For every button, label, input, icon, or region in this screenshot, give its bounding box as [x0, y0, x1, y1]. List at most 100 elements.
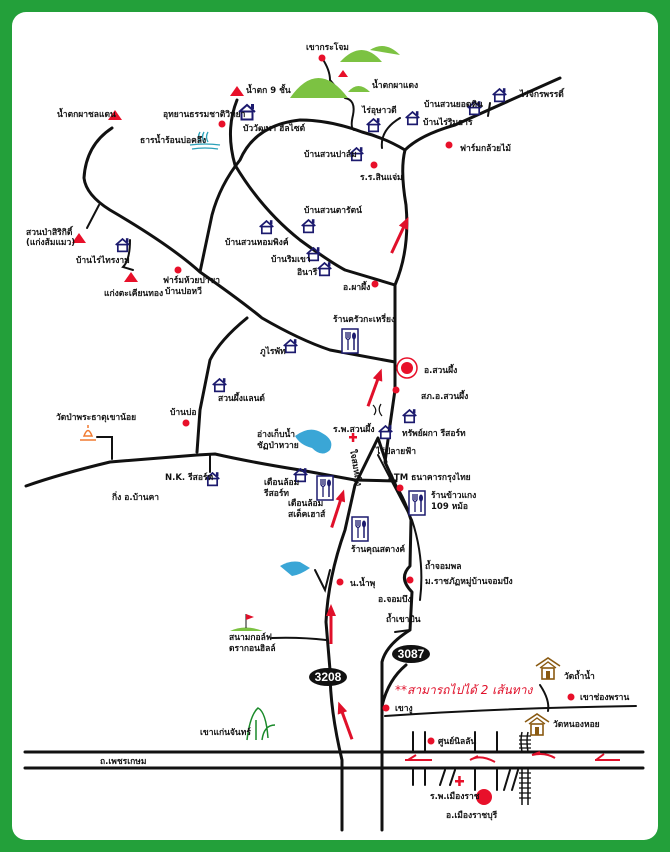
- road-atm: [377, 454, 423, 601]
- temple-icon: [524, 713, 550, 736]
- poi-dot-icon: [382, 704, 390, 712]
- bridge-icon: [372, 403, 383, 417]
- label-tham-chomphon: ถ้ำจอมพล: [425, 559, 461, 572]
- poi-dot-icon: [567, 693, 575, 701]
- label-farm-huaipakha-sub: บ้านปอหวี: [165, 286, 202, 297]
- label-amphoe-chombueng: อ.จอมบึง: [378, 594, 412, 605]
- hill-icon: [290, 78, 348, 98]
- hot-spring-icon: [189, 131, 221, 150]
- road-khao-ngu: [384, 705, 637, 717]
- restaurant-icon: [351, 516, 369, 542]
- road-west-east: [24, 452, 398, 488]
- place-labels: เขากระโจม น้ำตกผาแดง น้ำตก 9 ชั้น อุทยาน…: [26, 42, 629, 821]
- direction-arrows: [326, 214, 620, 763]
- label-baan-rai-saingam: บ้านไร่ไทรงาม: [76, 255, 130, 266]
- hill-icon: [340, 50, 382, 62]
- label-baan-suan-palm: บ้านสวนปาล์ม: [304, 149, 357, 160]
- route-3208-badge: 3208: [309, 668, 347, 686]
- label-nk-resort: N.K. รีสอร์ท: [165, 472, 214, 483]
- route-3208-label: 3208: [315, 670, 342, 684]
- stupa-icon: [80, 425, 96, 441]
- house-icon: [258, 219, 275, 235]
- poi-dot-icon: [396, 484, 404, 492]
- label-karen-kitchen: ร้านครัวกะเหรี่ยง: [333, 312, 395, 325]
- label-inaree: อินารี: [297, 267, 318, 278]
- house-icon: [401, 408, 418, 424]
- road-spur-rimthan: [380, 117, 401, 149]
- waterfall-triangle-icon: [338, 70, 348, 77]
- label-khao-ngu: เขางู: [395, 704, 413, 714]
- poi-dot-icon: [182, 419, 190, 427]
- poi-dot-icon: [445, 141, 453, 149]
- label-farm-huaipakha: ฟาร์มห้วยปาขา: [163, 275, 220, 286]
- lake-icon: [280, 561, 310, 576]
- road-khaobin: [394, 629, 411, 633]
- hill-icon: [370, 46, 400, 55]
- label-road-vertical: ใจสมหญิง: [347, 449, 364, 487]
- road-cross-3: [439, 769, 519, 791]
- poi-dot-icon: [427, 737, 435, 745]
- house-icon: [316, 261, 333, 277]
- road-namphu: [314, 569, 331, 593]
- label-baan-rimkhao: บ้านริมเขา: [271, 254, 311, 265]
- label-wat-phrathat: วัดป่าพระธาตุเขาน้อย: [56, 412, 136, 423]
- road-spur-chakkraphan: [487, 102, 491, 117]
- temple-icon: [535, 657, 561, 680]
- restaurant-icon: [341, 328, 359, 354]
- label-school-sinjaem: ร.ร.สินแจ่ม: [360, 172, 403, 183]
- poi-dot-icon: [174, 266, 182, 274]
- road-3208: [324, 436, 388, 832]
- rapids-triangle-icon: [124, 272, 138, 282]
- label-hot-spring: ธารน้ำร้อนบ่อคลึง: [140, 133, 206, 146]
- road-west-north: [82, 126, 397, 364]
- poi-dot-icon: [406, 576, 414, 584]
- poi-dot-icon: [392, 386, 400, 394]
- label-rai-usawadee: ไร่อุษาวดี: [361, 105, 397, 116]
- poi-dot-icon: [336, 578, 344, 586]
- arrow-north-icon: [387, 214, 413, 256]
- two-routes-note: **สามารถไปได้ 2 เส้นทาง: [395, 683, 533, 697]
- waterfall-triangle-icon: [108, 110, 122, 120]
- road-cross-2: [474, 731, 498, 791]
- label-orchid-farm: ฟาร์มกล้วยไม้: [460, 143, 511, 154]
- label-rai-chakkraphan: ไร่จักรพรรดิ์: [519, 87, 565, 100]
- poi-dot-icon: [370, 161, 378, 169]
- road-wat-thamnam: [539, 684, 550, 712]
- label-baan-suan-yodhin: บ้านสวนยอดหิน: [424, 99, 483, 110]
- reservoir-icon: [295, 429, 332, 454]
- hospital-cross-icon: [455, 776, 464, 786]
- label-suan-pa-sirikit-sub: (แก่งส้มแมว): [26, 237, 75, 248]
- road-middle: [195, 316, 249, 454]
- arrow-west-icon: [469, 755, 496, 763]
- label-duanlom-resort: เดือนล้อม: [264, 477, 299, 488]
- label-supphaka-resort: ทรัพย์ผกา รีสอร์ท: [402, 428, 466, 439]
- road-spur-suanpa: [86, 204, 100, 229]
- label-police-suanphueng: สภ.อ.สวนผึ้ง: [421, 389, 468, 402]
- road-loop-north: [198, 118, 407, 274]
- waterfall-triangle-icon: [230, 86, 244, 96]
- house-icon: [365, 117, 382, 133]
- label-khaokaeng-sub: 109 หม้อ: [431, 501, 468, 512]
- label-duanlom-resort-sub: รีสอร์ท: [264, 488, 290, 499]
- road-to-3087: [380, 663, 408, 708]
- label-wat-nonghoi: วัดหนองหอย: [553, 719, 600, 730]
- label-baan-bo: บ้านบ่อ: [170, 407, 196, 418]
- house-icon: [114, 237, 131, 253]
- house-icon: [282, 338, 299, 354]
- house-icon: [404, 110, 421, 126]
- house-icon: [211, 377, 228, 393]
- label-khao-krachom: เขากระโจม: [306, 42, 349, 53]
- label-amphoe-muang: อ.เมืองราชบุรี: [446, 810, 498, 821]
- road-network: [23, 57, 645, 832]
- label-suanphueng-land: สวนผึ้งแลนด์: [218, 391, 265, 404]
- label-phetkasem-road: ถ.เพชรเกษม: [100, 757, 146, 767]
- house-icon: [300, 218, 317, 234]
- label-suan-pa-sirikit: สวนป่าสิริกิติ์: [26, 225, 74, 238]
- khao-kaenchan-icon: [246, 707, 276, 741]
- arrow-west-icon: [531, 751, 556, 759]
- amphoe-marker-icon: [396, 357, 418, 379]
- arrow-west-icon: [595, 753, 620, 761]
- label-duanlom-steak-sub: สเต็คเฮาส์: [288, 507, 326, 520]
- railway: [519, 731, 531, 805]
- label-khao-kaenchan: เขาแก่นจันทร์: [200, 727, 251, 738]
